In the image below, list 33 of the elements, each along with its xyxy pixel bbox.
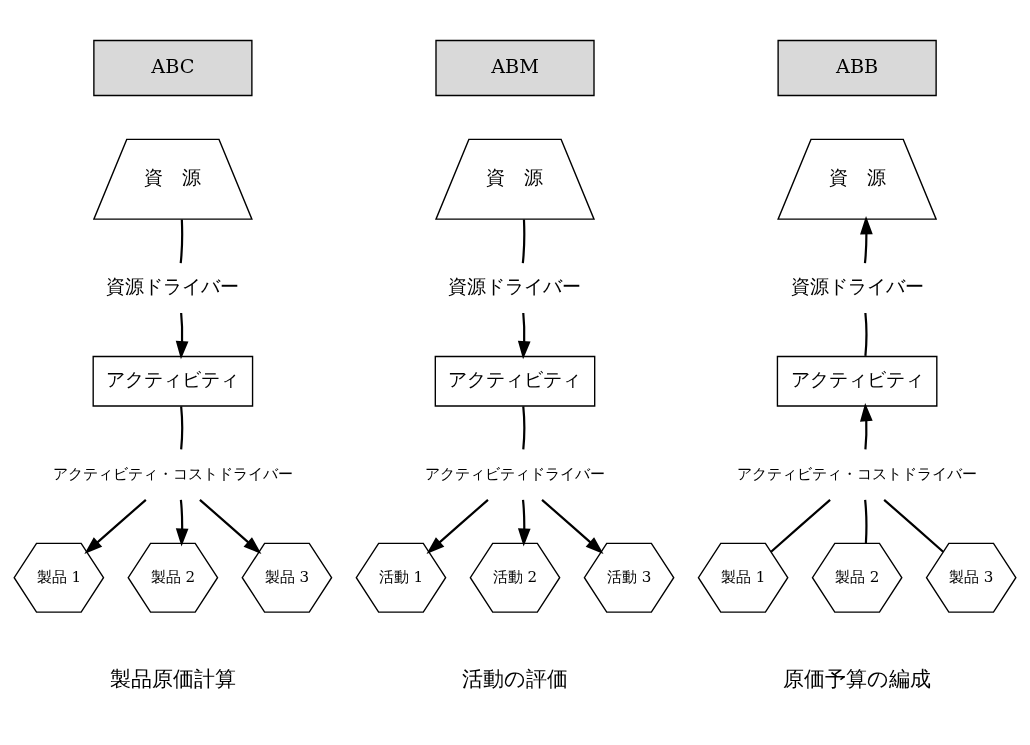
connector [521, 218, 526, 263]
connector [864, 499, 868, 543]
node-box: ABB [777, 39, 937, 96]
node-text: アクティビティドライバー [425, 464, 605, 483]
node-box: アクティビティ [776, 355, 938, 407]
connector [883, 498, 944, 553]
node-text: 資源ドライバー [106, 274, 240, 298]
label: 活動の評価 [462, 666, 568, 691]
node-text: 資源ドライバー [790, 274, 924, 298]
node-text: 資源ドライバー [448, 274, 582, 298]
arrow [84, 498, 147, 554]
arrow [517, 312, 531, 359]
node-box: ABC [93, 39, 253, 96]
connector [522, 405, 526, 449]
arrow [541, 498, 604, 554]
label: 製品原価計算 [109, 666, 236, 691]
connector [770, 498, 831, 553]
connector [180, 405, 184, 449]
arrow [860, 215, 873, 263]
node-box: アクティビティ [92, 355, 254, 407]
arrow [426, 498, 489, 554]
node-box: アクティビティ [434, 355, 596, 407]
node-text: アクティビティ・コストドライバー [737, 464, 978, 483]
arrow [517, 499, 531, 547]
connector [179, 218, 184, 263]
arrow [175, 312, 189, 359]
arrow [175, 499, 189, 547]
connector [864, 312, 868, 356]
node-text: アクティビティ・コストドライバー [52, 464, 293, 483]
label: 原価予算の編成 [783, 666, 932, 691]
node-box: ABM [435, 39, 595, 96]
arrow [199, 498, 262, 554]
arrow [860, 402, 873, 449]
